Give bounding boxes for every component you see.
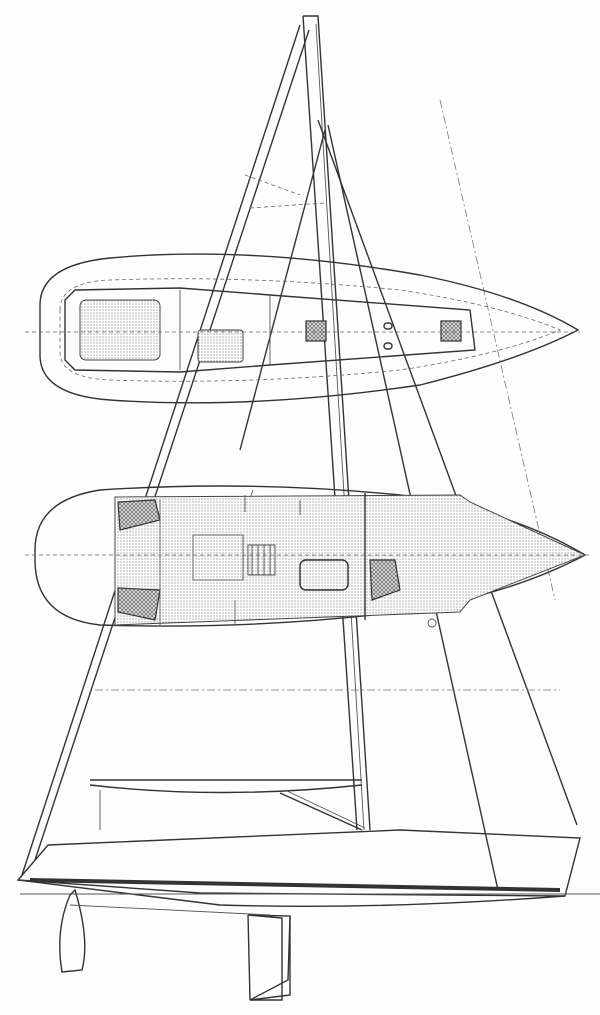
deck-plan-view xyxy=(25,253,580,404)
hull-profile-view xyxy=(16,829,600,1001)
rig xyxy=(21,15,578,891)
accommodation-plan-view xyxy=(25,485,590,628)
